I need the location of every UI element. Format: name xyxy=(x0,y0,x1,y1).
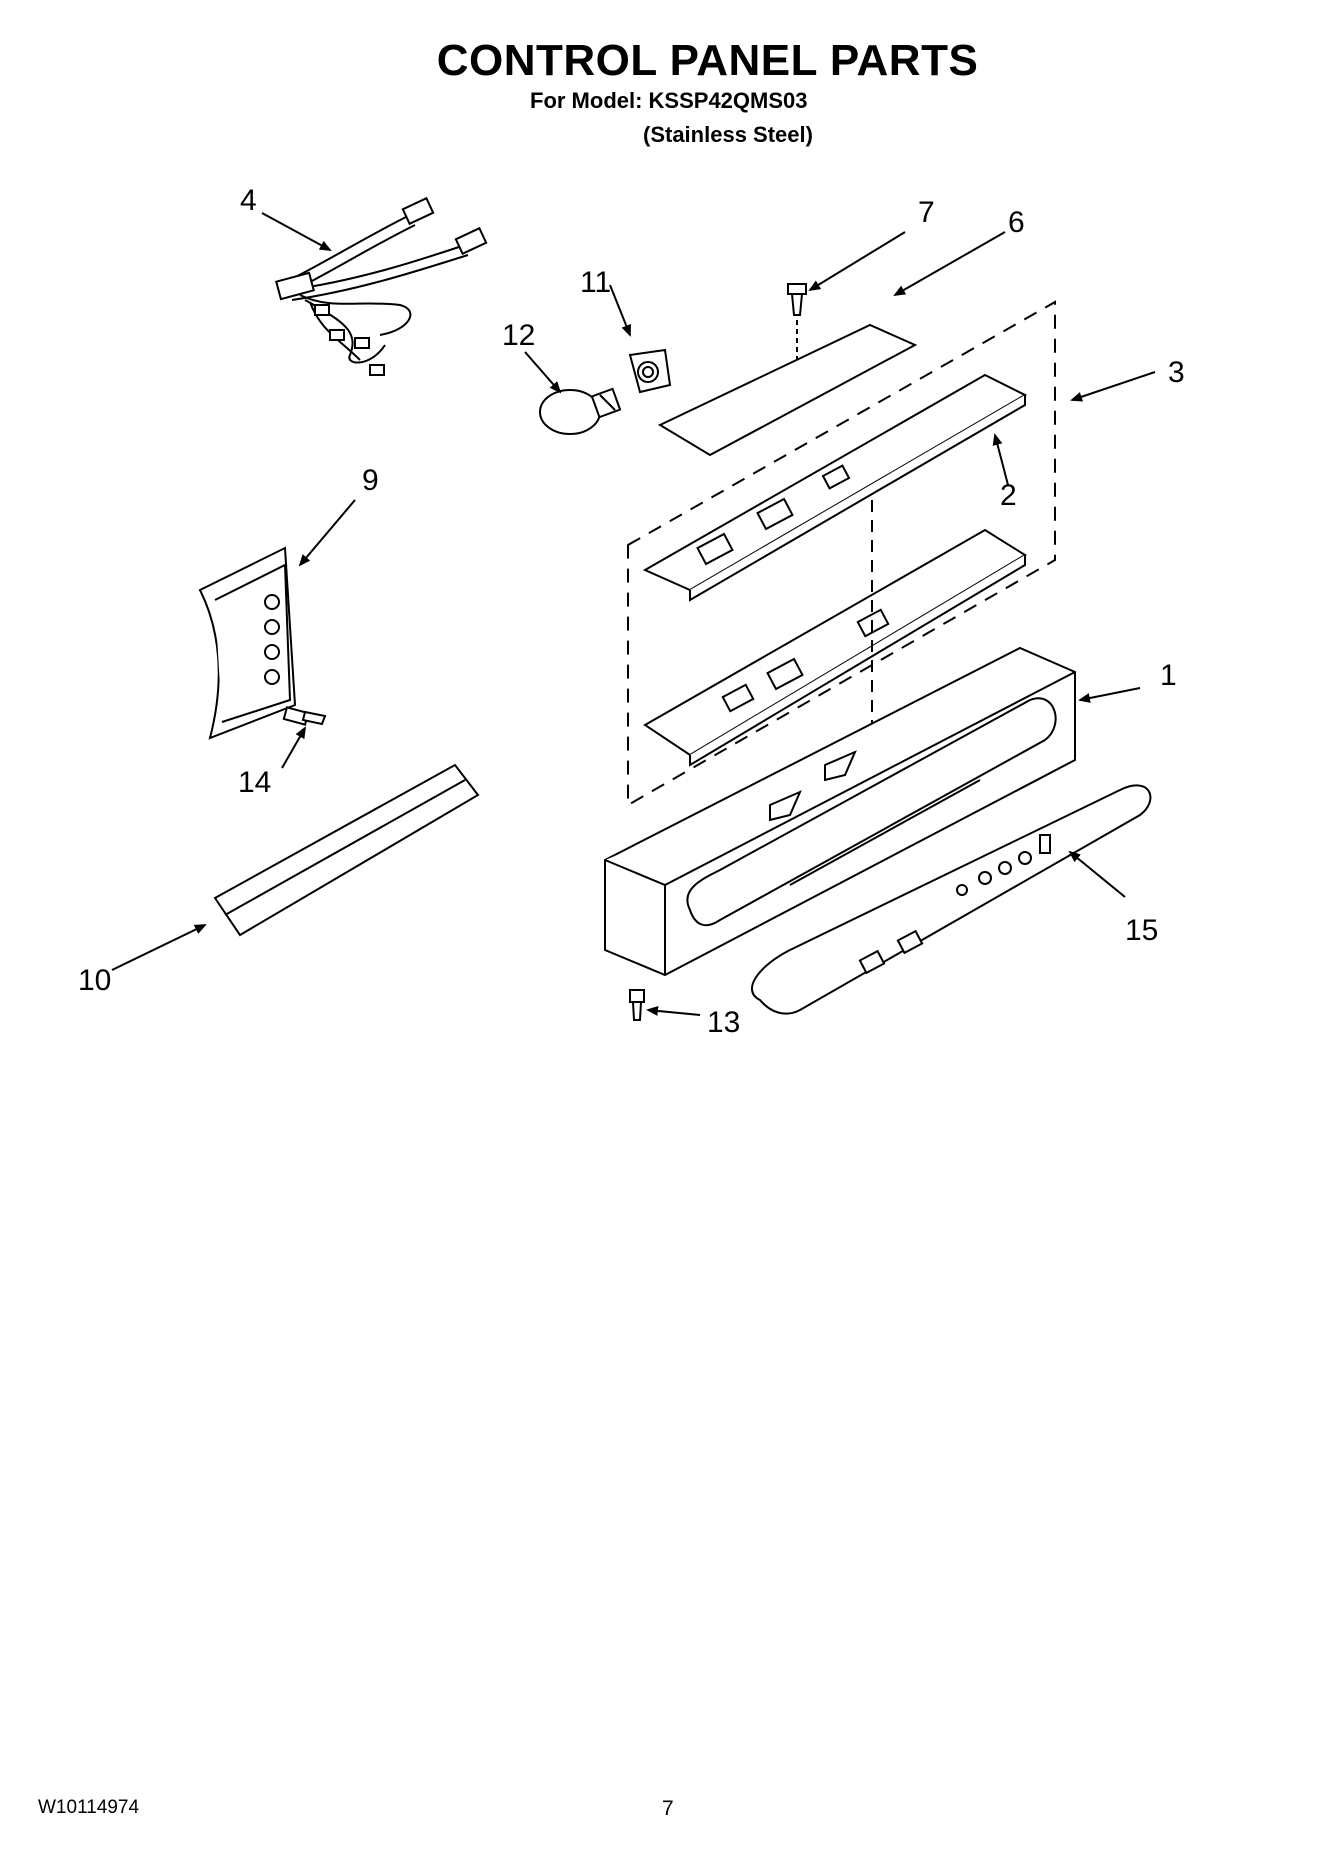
lower-control-board-part xyxy=(643,500,1027,767)
callout-4: 4 xyxy=(240,184,257,217)
callout-2: 2 xyxy=(1000,479,1017,512)
callout-9: 9 xyxy=(362,464,379,497)
leader-15 xyxy=(1068,850,1126,898)
light-bulb-part xyxy=(539,387,622,435)
model-line: For Model: KSSP42QMS03 xyxy=(530,88,808,113)
callout-10: 10 xyxy=(78,964,111,997)
leader-12 xyxy=(524,351,562,394)
wire-harness-part xyxy=(275,196,488,376)
callout-1: 1 xyxy=(1160,659,1177,692)
board-assembly-outline xyxy=(627,300,1056,807)
screw-part-7 xyxy=(787,283,807,316)
callout-13: 13 xyxy=(707,1006,740,1039)
callout-12: 12 xyxy=(502,319,535,352)
screw-part-13 xyxy=(629,989,645,1021)
page-number: 7 xyxy=(662,1797,674,1820)
leader-6 xyxy=(893,231,1006,296)
callout-7: 7 xyxy=(918,196,935,229)
control-overlay-part xyxy=(750,784,1152,1015)
callout-11: 11 xyxy=(580,266,611,299)
upper-control-board-part xyxy=(642,373,1028,602)
leader-7 xyxy=(808,231,906,292)
leader-10 xyxy=(111,924,207,971)
callout-3: 3 xyxy=(1168,356,1185,389)
leader-1 xyxy=(1078,687,1141,703)
callout-15: 15 xyxy=(1125,914,1158,947)
leader-4 xyxy=(261,212,332,251)
leader-9 xyxy=(298,499,356,567)
document-number: W10114974 xyxy=(38,1797,140,1818)
cover-plate-part xyxy=(657,320,918,457)
leader-lines xyxy=(111,212,1156,1016)
screw-part-14 xyxy=(282,706,327,726)
leader-3 xyxy=(1070,371,1156,402)
channel-trim-part xyxy=(213,763,480,937)
leader-14 xyxy=(281,726,306,769)
console-housing-part xyxy=(604,646,1076,977)
leader-11 xyxy=(609,284,631,337)
lamp-socket-part xyxy=(628,348,672,394)
callout-6: 6 xyxy=(1008,206,1025,239)
callout-14: 14 xyxy=(238,766,271,799)
page-title: CONTROL PANEL PARTS xyxy=(436,36,979,85)
leader-13 xyxy=(646,1005,701,1016)
side-trim-part xyxy=(198,546,297,740)
leader-2 xyxy=(992,433,1009,486)
finish-line: (Stainless Steel) xyxy=(643,122,813,147)
